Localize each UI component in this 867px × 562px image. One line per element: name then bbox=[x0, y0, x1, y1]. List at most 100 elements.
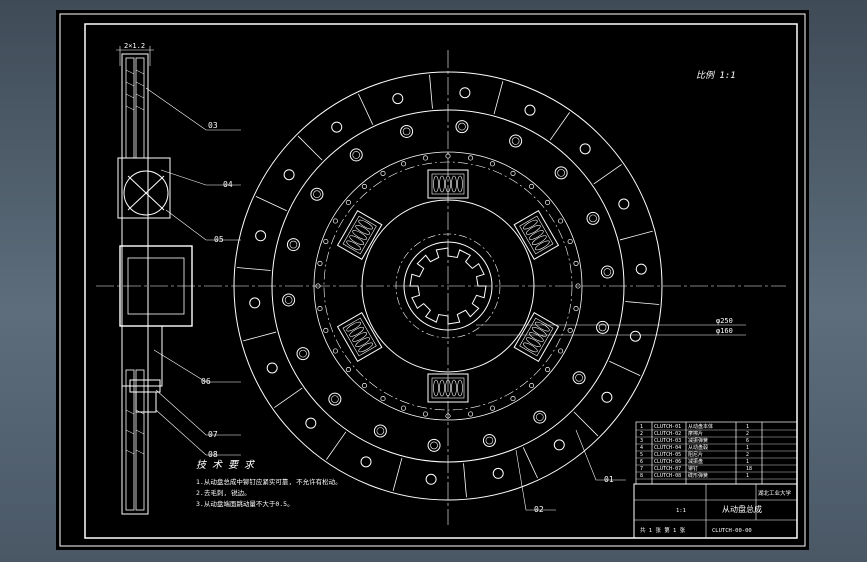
facing-rivet-hole-inner bbox=[352, 151, 361, 159]
outer-rivet-hole bbox=[601, 391, 613, 403]
diameter-label-inner: φ160 bbox=[716, 327, 733, 335]
rivet bbox=[573, 306, 579, 312]
parts-cell-code: CLUTCH-07 bbox=[654, 466, 681, 472]
parts-cell-qty: 2 bbox=[746, 431, 749, 437]
parts-cell-no: 3 bbox=[640, 438, 643, 444]
segment-slot bbox=[609, 360, 641, 376]
diameter-label-outer: φ250 bbox=[716, 317, 733, 325]
facing-rivet-hole bbox=[572, 371, 586, 385]
rivet bbox=[380, 170, 386, 176]
parts-cell-qty: 1 bbox=[746, 459, 749, 465]
outer-rivet-hole bbox=[524, 104, 536, 116]
facing-rivet-hole bbox=[482, 434, 496, 448]
parts-cell-no: 7 bbox=[640, 466, 643, 472]
outer-rivet-hole bbox=[392, 93, 404, 105]
tech-requirement-1: 1.从动盘总成中铆钉应紧实可靠, 不允许有松动。 bbox=[196, 477, 342, 486]
parts-cell-code: CLUTCH-01 bbox=[654, 424, 681, 430]
facing-rivet-hole-inner bbox=[575, 373, 583, 382]
outer-rivet-hole bbox=[553, 439, 565, 451]
facing-rivet-hole bbox=[282, 293, 296, 307]
facing-rivet-hole bbox=[349, 148, 363, 162]
outer-frame bbox=[59, 13, 806, 547]
parts-cell-no: 2 bbox=[640, 431, 643, 437]
callout-leaders bbox=[145, 87, 746, 511]
rivet bbox=[489, 405, 496, 411]
rivet bbox=[510, 396, 516, 402]
callout-06: 06 bbox=[201, 377, 211, 386]
outer-rivet-hole bbox=[305, 417, 317, 429]
rivet bbox=[345, 199, 351, 205]
rivet bbox=[489, 161, 496, 167]
rivet bbox=[323, 238, 329, 245]
rivet bbox=[345, 367, 351, 373]
parts-cell-no: 6 bbox=[640, 459, 643, 465]
parts-cell-code: CLUTCH-02 bbox=[654, 431, 681, 437]
callout-03: 03 bbox=[208, 121, 218, 130]
rivet bbox=[317, 306, 323, 312]
rivet bbox=[361, 183, 367, 189]
tech-requirement-2: 2.去毛刺, 锐边。 bbox=[196, 488, 251, 497]
facing-rivet-hole-inner bbox=[557, 169, 565, 177]
outer-rivet-hole bbox=[360, 456, 372, 468]
parts-cell-name: 从动盘本体 bbox=[688, 423, 713, 430]
outer-rivet-hole bbox=[579, 143, 591, 155]
facing-rivet-hole bbox=[310, 187, 324, 201]
rivet bbox=[400, 405, 407, 411]
parts-cell-name: 减振弹簧 bbox=[688, 437, 708, 444]
segment-slot bbox=[236, 267, 271, 271]
title-block bbox=[633, 483, 798, 539]
rivet bbox=[445, 413, 451, 419]
parts-cell-qty: 6 bbox=[746, 438, 749, 444]
outer-rivet-hole bbox=[618, 198, 630, 210]
outer-rivet-hole bbox=[283, 169, 295, 181]
rivet bbox=[400, 161, 407, 167]
engineering-drawing: 2×1.2 03 04 05 06 07 08 01 02 φ250 φ160 … bbox=[59, 13, 806, 547]
rivet bbox=[361, 383, 367, 389]
facing-rivet-hole-inner bbox=[485, 436, 494, 445]
clutch-disc-front-view bbox=[233, 71, 663, 501]
rivet bbox=[510, 170, 516, 176]
parts-cell-no: 1 bbox=[640, 424, 643, 430]
cad-viewport[interactable]: 2×1.2 03 04 05 06 07 08 01 02 φ250 φ160 … bbox=[56, 10, 809, 550]
segment-slot bbox=[522, 447, 538, 479]
parts-cell-qty: 1 bbox=[746, 424, 749, 430]
rivet bbox=[529, 383, 535, 389]
damper-spring bbox=[336, 209, 383, 261]
hub-spline bbox=[409, 247, 487, 325]
segment-slot bbox=[593, 164, 622, 185]
facing-rivet-hole bbox=[554, 166, 568, 180]
damper-spring bbox=[513, 311, 560, 363]
segment-slot bbox=[243, 331, 277, 342]
rivet bbox=[422, 411, 428, 417]
rivet bbox=[558, 348, 564, 354]
facing-rivet-hole-inner bbox=[430, 441, 438, 450]
callout-05: 05 bbox=[214, 235, 224, 244]
outer-rivet-hole bbox=[459, 87, 471, 99]
parts-cell-qty: 2 bbox=[746, 452, 749, 458]
facing-rivet-hole bbox=[600, 265, 614, 279]
segment-slot bbox=[429, 74, 433, 109]
outer-rivet-hole bbox=[492, 467, 504, 479]
facing-rivet-hole bbox=[286, 238, 300, 252]
tech-requirement-3: 3.从动盘端面跳动量不大于0.5。 bbox=[196, 499, 294, 508]
facing-rivet-hole-inner bbox=[589, 214, 597, 223]
parts-cell-no: 8 bbox=[640, 473, 643, 479]
title-part-name: 从动盘总成 bbox=[722, 504, 762, 514]
callout-01: 01 bbox=[604, 475, 614, 484]
rivet bbox=[315, 283, 321, 289]
parts-cell-name: 阻尼片 bbox=[688, 451, 703, 458]
rivet bbox=[558, 218, 564, 224]
segment-slot bbox=[549, 112, 570, 141]
top-dimension: 2×1.2 bbox=[124, 42, 145, 50]
facing-rivet-hole bbox=[400, 124, 414, 138]
title-drawing-no: CLUTCH-00-00 bbox=[712, 528, 752, 534]
segment-slot bbox=[493, 81, 504, 115]
facing-rivet-hole bbox=[533, 410, 547, 424]
damper-spring bbox=[513, 209, 560, 261]
facing-rivet-hole-inner bbox=[284, 296, 293, 304]
segment-slot bbox=[255, 196, 287, 212]
rivet bbox=[445, 153, 451, 159]
scale-note: 比例 1:1 bbox=[696, 70, 736, 81]
rivet bbox=[317, 260, 323, 266]
segment-slot bbox=[392, 457, 403, 491]
